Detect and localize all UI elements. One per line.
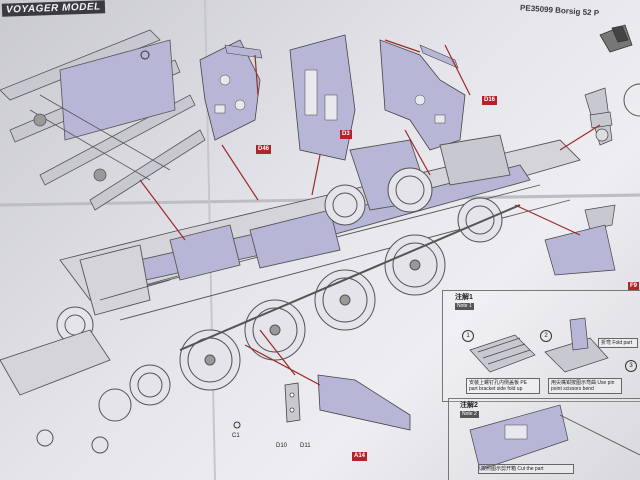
- part-callout: D16: [482, 96, 498, 105]
- part-label: D11: [300, 443, 311, 449]
- step-number: 1: [462, 330, 474, 342]
- coupling-rod: [179, 204, 521, 351]
- part-label: D10: [276, 443, 288, 449]
- top-frame-rails: [0, 29, 206, 211]
- step-number: 3: [625, 360, 637, 372]
- step-number: 2: [540, 330, 552, 342]
- pe-part-bottom-1: [284, 382, 301, 423]
- part-callout: D3: [340, 130, 352, 139]
- edge-wheel: [623, 83, 640, 117]
- note-2-subtitle: Note 2: [460, 411, 479, 418]
- leading-wheels: [36, 306, 171, 454]
- note-1-caption-1: 安装上螺钉孔内侧盖板 PE part bracket side fold up: [466, 378, 540, 394]
- pe-part-2: [289, 34, 356, 161]
- note-2-caption: 按照图示剪开箱 Cut the part: [478, 464, 574, 474]
- note-1-panel: [442, 290, 640, 402]
- note-2-title: 注解2: [460, 402, 478, 409]
- pe-part-small-1: [224, 44, 459, 69]
- pe-part-3: [379, 39, 466, 151]
- pe-part-1: [199, 39, 261, 141]
- note-1-fold-label: 折弯 Fold part: [598, 338, 638, 348]
- part-label: C1: [232, 433, 240, 439]
- top-right-part: [599, 24, 633, 53]
- callout-circle: [140, 50, 150, 60]
- note-1-title: 注解1: [455, 294, 473, 301]
- driving-wheels: [179, 167, 503, 391]
- callout-circle-small: [233, 421, 241, 429]
- note-1-subtitle: Note 1: [455, 303, 474, 310]
- assembly-arrows: [139, 39, 601, 386]
- part-callout: D46: [256, 145, 272, 154]
- part-callout: F9: [628, 282, 640, 291]
- part-callout: A14: [352, 452, 368, 461]
- pe-part-bottom-2: [317, 374, 411, 431]
- note-1-caption-2: 用尖嘴钳按图示弯曲 Use pin point scissors bend: [548, 378, 622, 394]
- front-buffer-beam: [0, 244, 171, 396]
- right-bracket-parts: [544, 87, 616, 276]
